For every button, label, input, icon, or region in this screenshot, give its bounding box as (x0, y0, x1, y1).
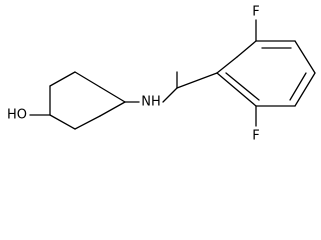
amine-label: NH (141, 95, 161, 110)
bond-n-ch (162, 87, 178, 103)
aromatic-inner-bond-left (225, 72, 260, 101)
cyclohexane-ring (49, 71, 126, 130)
bond-c2-c3 (74, 115, 101, 130)
hydroxyl-label: HO (7, 108, 27, 123)
aromatic-inner-bond-right (289, 72, 307, 101)
bond-c6-c1 (49, 71, 76, 87)
skeletal-formula: HO NH F F (7, 5, 316, 144)
molecule-canvas: HO NH F F (7, 5, 316, 144)
bond-c5-c6 (74, 71, 101, 88)
fluorine-top-label: F (252, 5, 259, 20)
bond-ar5-ar6 (294, 72, 316, 107)
bond-ch-aryl (176, 72, 218, 89)
bond-ar1-ar2 (216, 56, 238, 74)
bond-c4-c5 (99, 86, 126, 103)
bond-ar4-ar5 (294, 40, 316, 74)
bond-ar2-ar3 (236, 40, 257, 58)
fluorine-bottom-label: F (252, 129, 259, 144)
bond-c3-c4 (99, 101, 126, 117)
bond-c1-c2 (49, 114, 76, 130)
benzene-ring (216, 40, 316, 107)
bond-ar7-ar1 (216, 72, 257, 107)
